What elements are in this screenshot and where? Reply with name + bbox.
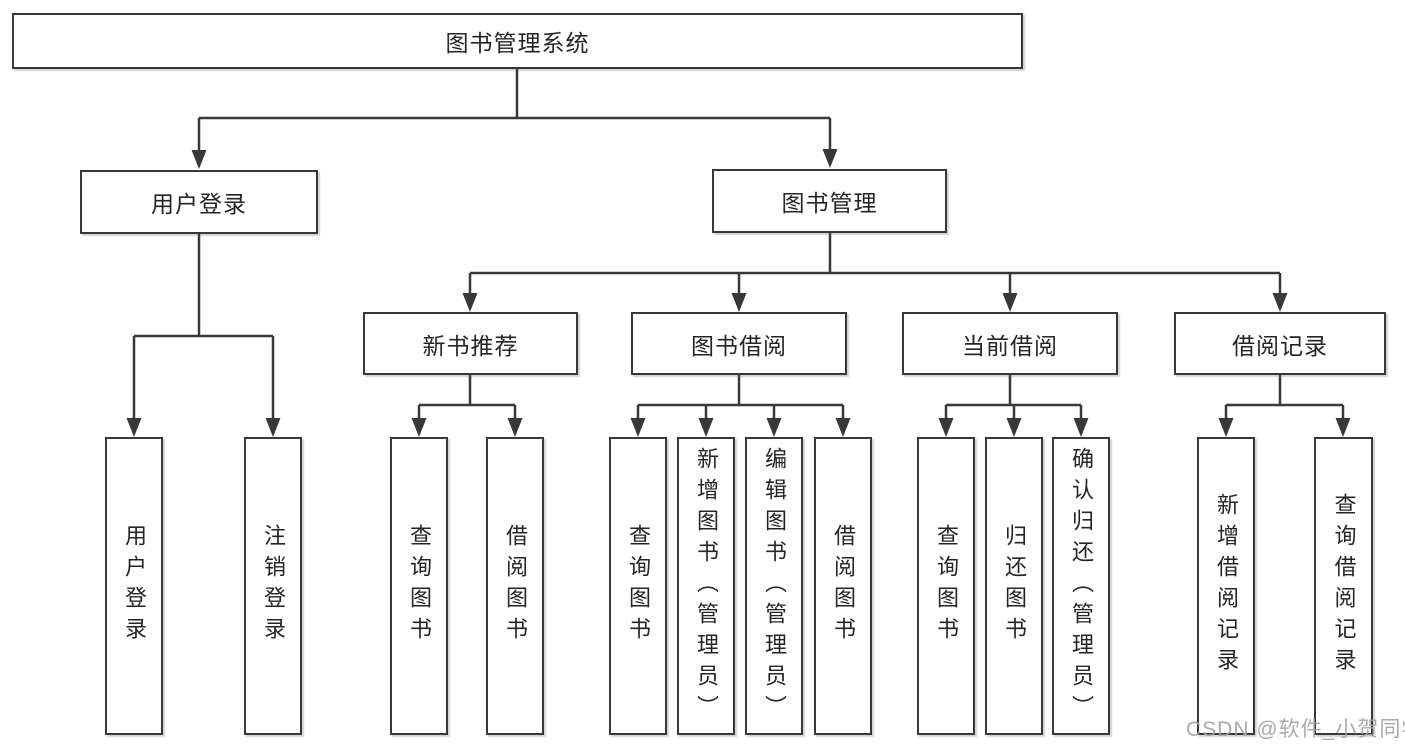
- leaf-records-add-record: 新增借阅记录: [1197, 437, 1255, 735]
- leaf-records-query-record: 查询借阅记录: [1314, 437, 1373, 735]
- node-label: 借阅记录: [1232, 332, 1328, 359]
- node-label: 查询借阅记录: [1331, 493, 1357, 679]
- node-library-system: 图书管理系统: [12, 13, 1023, 69]
- node-label: 归还图书: [1002, 524, 1027, 648]
- leaf-recommend-query-books: 查询图书: [390, 437, 448, 735]
- node-label: 用户登录: [151, 191, 247, 217]
- leaf-borrow-borrow-books: 借阅图书: [814, 437, 872, 735]
- node-label: 新增图书（管理员）: [694, 446, 719, 726]
- node-label: 确认归还（管理员）: [1069, 446, 1094, 726]
- leaf-user-login: 用户登录: [105, 437, 163, 735]
- node-label: 用户登录: [122, 524, 147, 648]
- node-borrowing-records: 借阅记录: [1174, 312, 1386, 375]
- node-label: 查询图书: [407, 524, 432, 648]
- leaf-borrow-add-books-admin: 新增图书（管理员）: [677, 437, 735, 735]
- node-label: 当前借阅: [962, 332, 1058, 359]
- node-current-borrowing: 当前借阅: [902, 312, 1118, 375]
- node-book-borrowing: 图书借阅: [631, 312, 847, 375]
- node-label: 编辑图书（管理员）: [762, 446, 787, 726]
- node-label: 查询图书: [934, 524, 959, 648]
- node-label: 借阅图书: [831, 524, 856, 648]
- leaf-borrow-edit-books-admin: 编辑图书（管理员）: [745, 437, 803, 735]
- leaf-current-query-books: 查询图书: [917, 437, 975, 735]
- leaf-current-confirm-return-admin: 确认归还（管理员）: [1052, 437, 1110, 735]
- leaf-recommend-borrow-books: 借阅图书: [486, 437, 544, 735]
- leaf-current-return-books: 归还图书: [985, 437, 1043, 735]
- node-label: 图书管理: [781, 190, 878, 216]
- node-label: 借阅图书: [503, 524, 528, 648]
- node-label: 新书推荐: [422, 332, 519, 359]
- node-label: 图书借阅: [691, 332, 787, 359]
- node-label: 查询图书: [626, 524, 651, 648]
- node-label: 注销登录: [261, 524, 286, 648]
- node-label: 图书管理系统: [445, 30, 590, 56]
- leaf-borrow-query-books: 查询图书: [609, 437, 667, 735]
- node-book-management: 图书管理: [712, 169, 947, 233]
- node-label: 新增借阅记录: [1214, 493, 1239, 679]
- csdn-watermark: CSDN @软件_小贺同学: [1186, 718, 1405, 741]
- leaf-logout: 注销登录: [244, 437, 302, 735]
- node-user-login: 用户登录: [80, 170, 318, 234]
- node-new-book-recommend: 新书推荐: [363, 312, 578, 375]
